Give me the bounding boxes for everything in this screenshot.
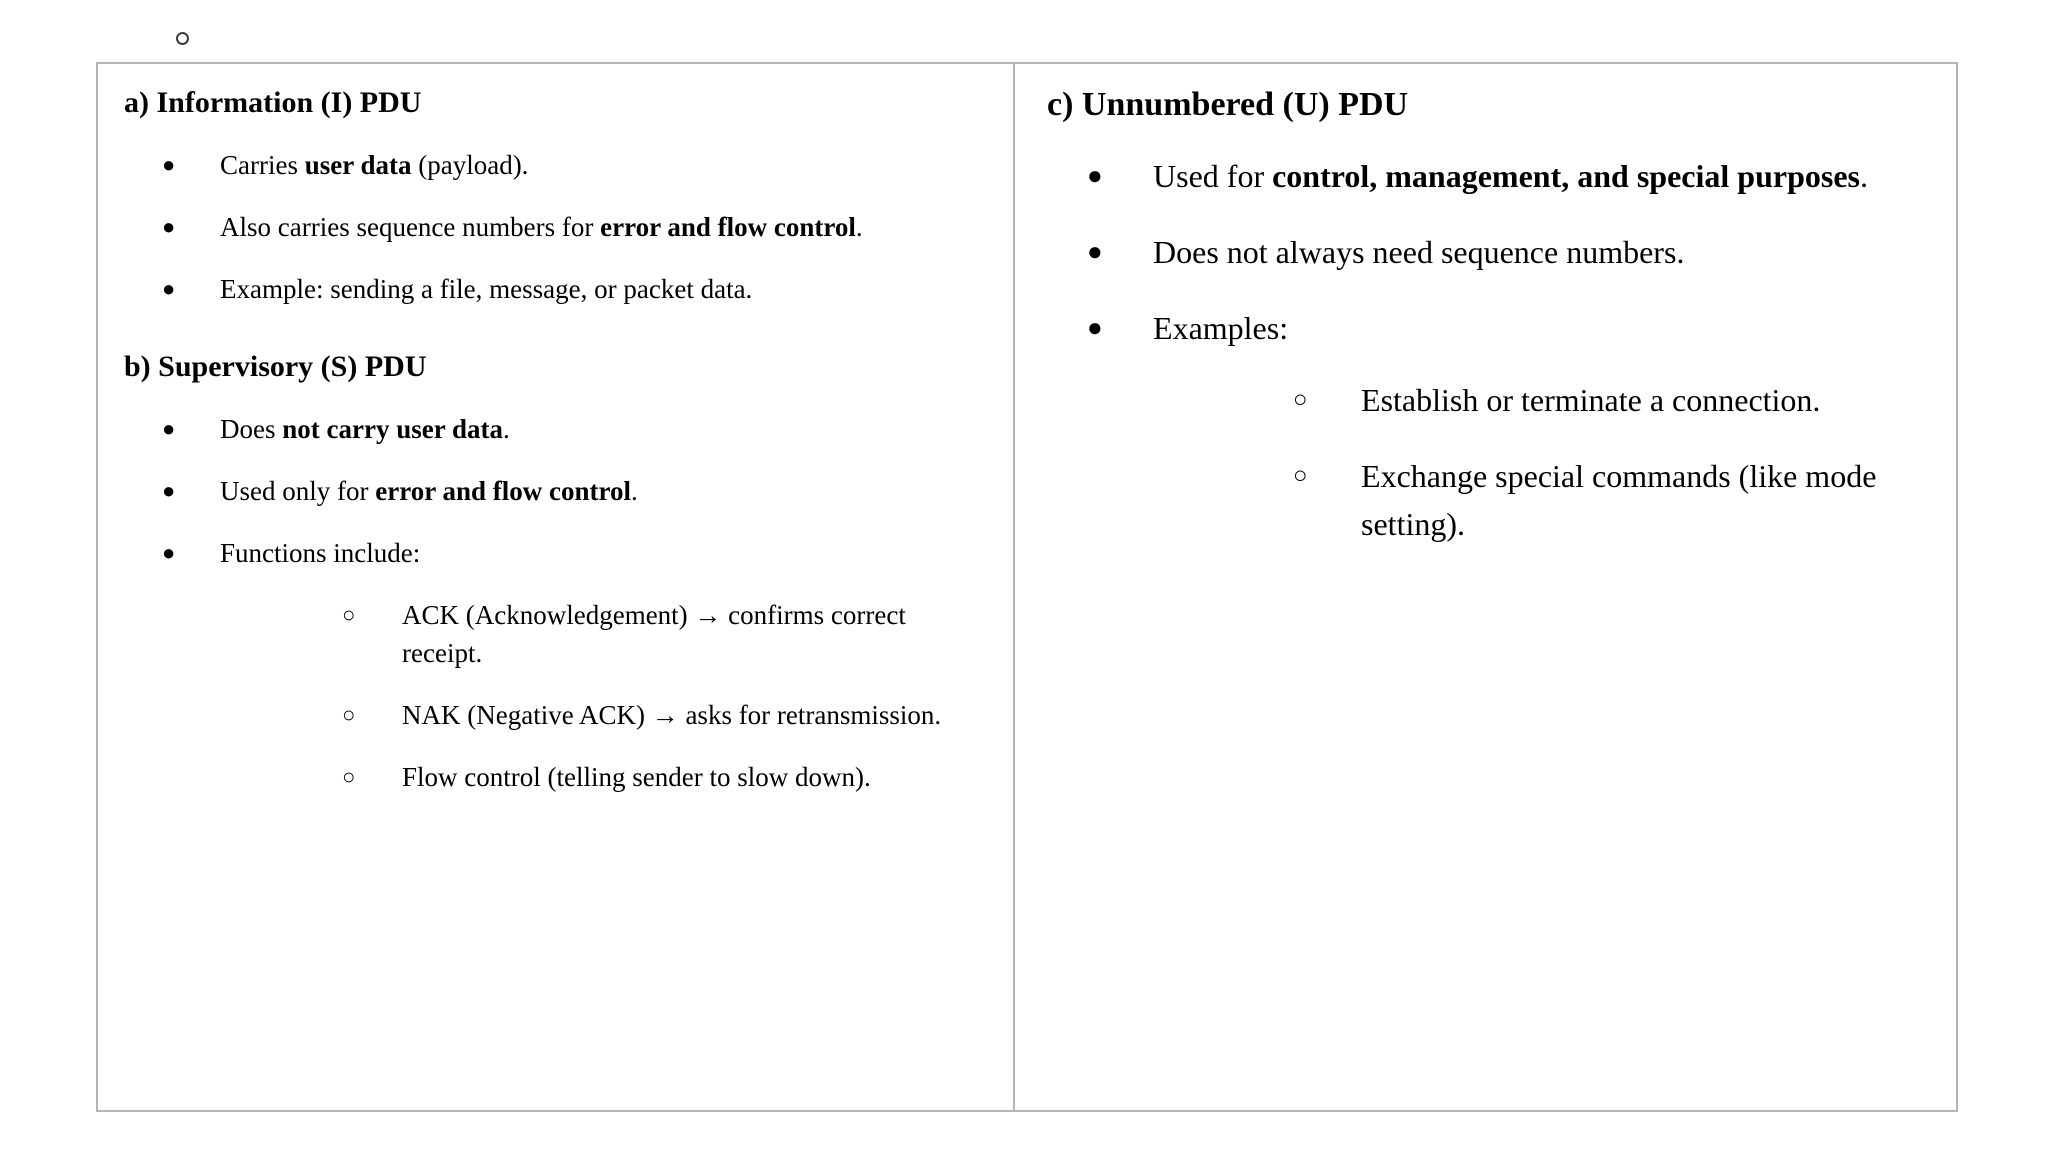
bullet-list: ● Carries user data (payload). ● Also carri… <box>120 146 987 308</box>
list-item: ● Example: sending a file, message, or pa… <box>120 270 987 308</box>
list-item-text: Example: sending a file, message, or pac… <box>220 270 987 308</box>
filled-bullet-icon: ● <box>1087 161 1103 190</box>
hollow-bullet-icon: ○ <box>1293 463 1308 489</box>
plain-text: Used for <box>1153 158 1273 194</box>
section-heading: b) Supervisory (S) PDU <box>124 350 427 383</box>
section-heading: a) Information (I) PDU <box>124 86 422 119</box>
list-item: ● Does not carry user data. <box>120 410 987 448</box>
filled-bullet-icon: ● <box>162 416 176 441</box>
emphasis-text: control, management, and special purpose… <box>1272 158 1860 194</box>
plain-text: Examples: <box>1153 310 1289 346</box>
emphasis-text: user data <box>304 150 412 180</box>
plain-text: Does <box>220 414 283 444</box>
emphasis-text: not carry user data <box>282 414 503 444</box>
stray-hollow-bullet-icon <box>176 32 189 45</box>
plain-text: Flow control (telling sender to slow dow… <box>402 762 871 792</box>
list-item-text: Establish or terminate a connection. <box>1361 376 1926 424</box>
list-item: ● Used only for error and flow control. <box>120 472 987 510</box>
filled-bullet-icon: ● <box>162 276 176 301</box>
bullet-list: ● Used for control, management, and speci… <box>1041 152 1926 548</box>
filled-bullet-icon: ● <box>1087 313 1103 342</box>
plain-text: . <box>1859 158 1868 194</box>
section-heading: c) Unnumbered (U) PDU <box>1047 86 1409 123</box>
plain-text: ACK (Acknowledgement) → confirms correct… <box>402 600 906 668</box>
list-item: ● Also carries sequence numbers for error… <box>120 208 987 246</box>
plain-text: Also carries sequence numbers for <box>220 212 601 242</box>
list-item-text: Does not carry user data. <box>220 410 987 448</box>
list-item: ● Used for control, management, and speci… <box>1041 152 1926 200</box>
plain-text: . <box>502 414 510 444</box>
sub-list-item: ○ NAK (Negative ACK) → asks for retransmi… <box>220 696 987 734</box>
list-item: ● Functions include: ○ ACK (Acknowledgement… <box>120 534 987 796</box>
emphasis-text: error and flow control <box>600 212 856 242</box>
filled-bullet-icon: ● <box>162 152 176 177</box>
hollow-bullet-icon: ○ <box>1293 387 1308 413</box>
sub-bullet-list: ○ ACK (Acknowledgement) → confirms correc… <box>220 596 987 796</box>
list-item-text: ACK (Acknowledgement) → confirms correct… <box>402 596 987 672</box>
filled-bullet-icon: ● <box>162 478 176 503</box>
bullet-list: ● Does not carry user data. ● Used only for… <box>120 410 987 796</box>
sub-list-item: ○ Establish or terminate a connection. <box>1153 376 1926 424</box>
sub-list-item: ○ Flow control (telling sender to slow do… <box>220 758 987 796</box>
list-item-text: Functions include: <box>220 534 987 572</box>
filled-bullet-icon: ● <box>162 214 176 239</box>
list-item-text: Carries user data (payload). <box>220 146 987 184</box>
list-item: ● Examples: ○ Establish or terminate a conn… <box>1041 304 1926 548</box>
pdu-comparison-table: a) Information (I) PDU ● Carries user data… <box>96 62 1958 1112</box>
list-item-text: Exchange special commands (like mode set… <box>1361 452 1926 548</box>
hollow-bullet-icon: ○ <box>342 764 356 789</box>
plain-text: Carries <box>220 150 305 180</box>
list-item-text: Used only for error and flow control. <box>220 472 987 510</box>
list-item-text: Examples: <box>1153 304 1926 352</box>
list-item-text: Used for control, management, and specia… <box>1153 152 1926 200</box>
sub-list-item: ○ ACK (Acknowledgement) → confirms correc… <box>220 596 987 672</box>
table-cell-left: a) Information (I) PDU ● Carries user data… <box>98 64 1016 1110</box>
sub-list-item: ○ Exchange special commands (like mode se… <box>1153 452 1926 548</box>
plain-text: . <box>630 476 638 506</box>
list-item-text: Does not always need sequence numbers. <box>1153 228 1926 276</box>
list-item-text: Also carries sequence numbers for error … <box>220 208 987 246</box>
plain-text: Exchange special commands (like mode set… <box>1361 458 1877 542</box>
plain-text: Does not always need sequence numbers. <box>1153 234 1685 270</box>
list-item: ● Carries user data (payload). <box>120 146 987 184</box>
sub-bullet-list: ○ Establish or terminate a connection. ○ Ex… <box>1153 376 1926 548</box>
plain-text: Functions include: <box>220 538 421 568</box>
plain-text: Example: sending a file, message, or pac… <box>220 274 753 304</box>
plain-text: (payload). <box>411 150 529 180</box>
plain-text: Establish or terminate a connection. <box>1361 382 1821 418</box>
list-item-text: Flow control (telling sender to slow dow… <box>402 758 987 796</box>
list-item-text: NAK (Negative ACK) → asks for retransmis… <box>402 696 987 734</box>
plain-text: Used only for <box>220 476 376 506</box>
hollow-bullet-icon: ○ <box>342 602 356 627</box>
table-cell-right: c) Unnumbered (U) PDU ● Used for control, … <box>1015 64 1956 1110</box>
hollow-bullet-icon: ○ <box>342 702 356 727</box>
plain-text: NAK (Negative ACK) → asks for retransmis… <box>402 700 942 730</box>
filled-bullet-icon: ● <box>1087 237 1103 266</box>
list-item: ● Does not always need sequence numbers. <box>1041 228 1926 276</box>
emphasis-text: error and flow control <box>375 476 631 506</box>
plain-text: . <box>855 212 863 242</box>
filled-bullet-icon: ● <box>162 540 176 565</box>
